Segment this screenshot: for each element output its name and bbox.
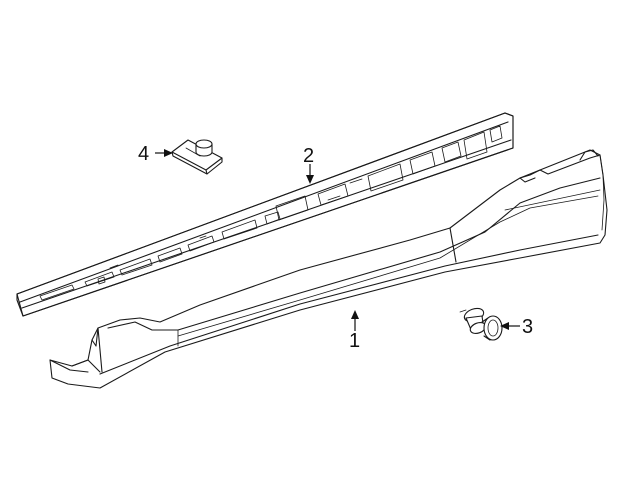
callout-2: 2 — [303, 145, 314, 184]
callout-3: 3 — [500, 316, 533, 338]
callout-4-label: 4 — [138, 143, 149, 165]
reinforcement-rail-part-2 — [16, 112, 514, 317]
push-pin-clip-part-3 — [459, 307, 503, 341]
callout-3-label: 3 — [522, 316, 533, 338]
rail-slots — [39, 125, 503, 301]
rocker-moulding-part-1 — [49, 149, 608, 389]
callout-1-label: 1 — [349, 330, 360, 352]
callout-2-label: 2 — [303, 145, 314, 167]
retainer-nut-part-4 — [171, 139, 223, 175]
callout-4: 4 — [138, 143, 173, 165]
callout-1: 1 — [349, 310, 360, 352]
